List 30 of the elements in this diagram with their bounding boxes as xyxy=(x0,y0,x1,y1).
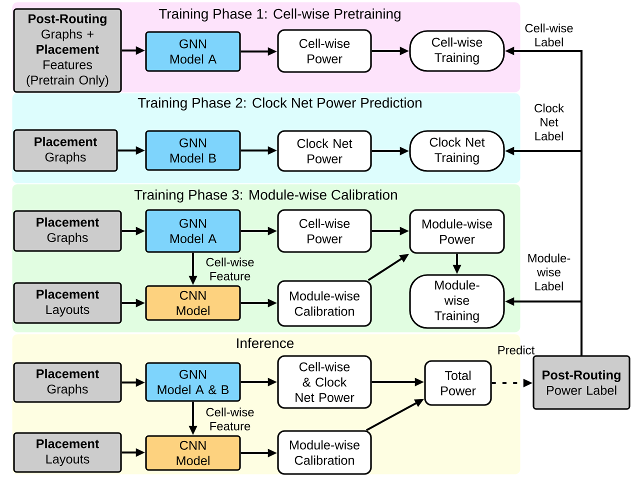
edge-label: Module-wise Label xyxy=(528,254,570,290)
edge-label: Cell-wise Feature xyxy=(206,408,254,430)
training-box: Cell-wise Training xyxy=(409,30,505,72)
input-box: Placement Graphs xyxy=(13,210,122,252)
input-box: Placement Graphs xyxy=(13,362,122,403)
input-box: Post-Routing Graphs + Placement Features (Pretrain Only) xyxy=(13,8,122,93)
training-box: Clock Net Training xyxy=(409,130,505,172)
edge-label: Clock Net Label xyxy=(534,104,564,140)
input-box: Post-Routing Power Label xyxy=(532,355,630,410)
result-box: Cell-wise Power xyxy=(277,29,372,73)
training-box: Module-wise Training xyxy=(409,274,505,329)
input-box: Placement Layouts xyxy=(13,282,122,324)
gnn-model-box: GNN Model A & B xyxy=(145,362,241,402)
gnn-model-box: GNN Model A xyxy=(145,31,241,72)
result-box: Module-wise Calibration xyxy=(277,430,372,475)
gnn-model-box: GNN Model B xyxy=(145,130,241,171)
input-box: Placement Graphs xyxy=(13,129,118,172)
edge-label: Cell-wise Feature xyxy=(206,258,254,280)
result-box: Module-wise Power xyxy=(409,209,505,254)
edge-label: Cell-wise Label xyxy=(525,24,573,46)
cnn-model-box: CNN Model xyxy=(145,435,241,471)
result-box: Total Power xyxy=(424,360,492,406)
cnn-model-box: CNN Model xyxy=(145,285,241,321)
result-box: Cell-wise & Clock Net Power xyxy=(277,355,372,409)
input-box: Placement Layouts xyxy=(13,432,122,473)
edge-label: Predict xyxy=(498,346,535,354)
gnn-model-box: GNN Model A xyxy=(145,209,241,253)
result-box: Cell-wise Power xyxy=(277,209,372,253)
result-box: Module-wise Calibration xyxy=(277,280,372,327)
result-box: Clock Net Power xyxy=(277,130,372,172)
